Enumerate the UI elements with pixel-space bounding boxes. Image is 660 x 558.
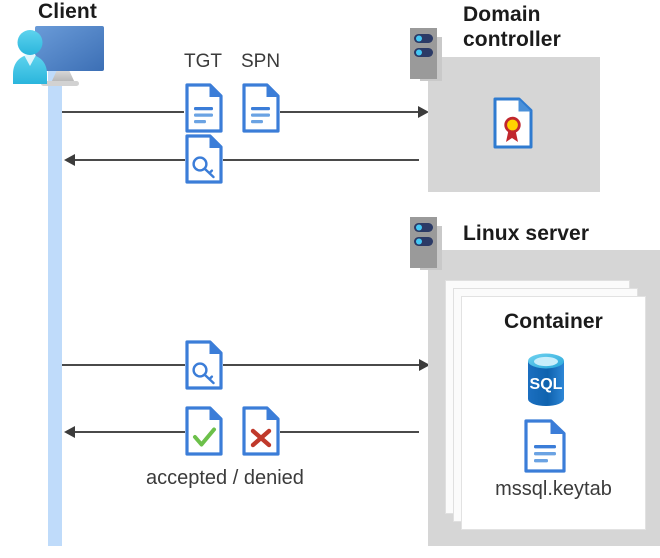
sql-database-icon-group: SQL [521, 349, 571, 411]
server-rack-icon [410, 217, 442, 270]
result-label: accepted / denied [146, 467, 304, 489]
tgt-document-icon [185, 83, 223, 133]
document-key-icon [185, 134, 223, 184]
client-icon-group [8, 22, 112, 92]
client-label: Client [38, 0, 97, 23]
document-check-icon [185, 406, 223, 456]
arrow-line-result-a [75, 431, 185, 433]
document-lines-icon [185, 83, 223, 133]
spn-label: SPN [241, 51, 281, 72]
linux-server-title: Linux server [463, 222, 590, 245]
certificate-document-icon [493, 97, 533, 149]
document-cross-icon [242, 406, 280, 456]
document-lines-icon [242, 83, 280, 133]
ticket-document-icon [185, 134, 223, 184]
sql-database-label: SQL [530, 376, 563, 393]
service-request-document-icon [185, 340, 223, 390]
domain-controller-title-line2: controller [463, 28, 561, 51]
arrow-head-to-domain-controller [418, 106, 429, 118]
arrow-head-to-client-ticket [64, 154, 75, 166]
arrow-line-request-1a [62, 111, 184, 113]
sql-database-icon: SQL [528, 353, 564, 406]
accepted-document-icon [185, 406, 223, 456]
spn-document-icon [242, 83, 280, 133]
document-lines-icon [524, 419, 566, 473]
domain-controller-title-line1: Domain [463, 3, 541, 26]
arrow-line-ticket-b [223, 159, 419, 161]
keytab-document-icon [524, 419, 566, 473]
arrow-line-result-b [280, 431, 419, 433]
domain-controller-server-icon [409, 27, 443, 82]
client-lifeline [48, 62, 62, 546]
tgt-label: TGT [184, 51, 222, 72]
arrow-head-to-linux-server [419, 359, 430, 371]
document-certificate-icon [493, 97, 533, 149]
container-card-front [462, 297, 645, 529]
arrow-line-ticket-a [75, 159, 185, 161]
arrow-line-request-1b [280, 111, 418, 113]
arrow-line-service-a [62, 364, 185, 366]
arrow-head-to-client-result [64, 426, 75, 438]
denied-document-icon [242, 406, 280, 456]
linux-server-server-icon [409, 216, 443, 271]
container-title: Container [504, 310, 603, 333]
arrow-line-service-b [223, 364, 419, 366]
user-computer-icon [13, 26, 104, 86]
keytab-filename-label: mssql.keytab [495, 478, 612, 500]
server-rack-icon [410, 28, 442, 81]
document-key-icon [185, 340, 223, 390]
